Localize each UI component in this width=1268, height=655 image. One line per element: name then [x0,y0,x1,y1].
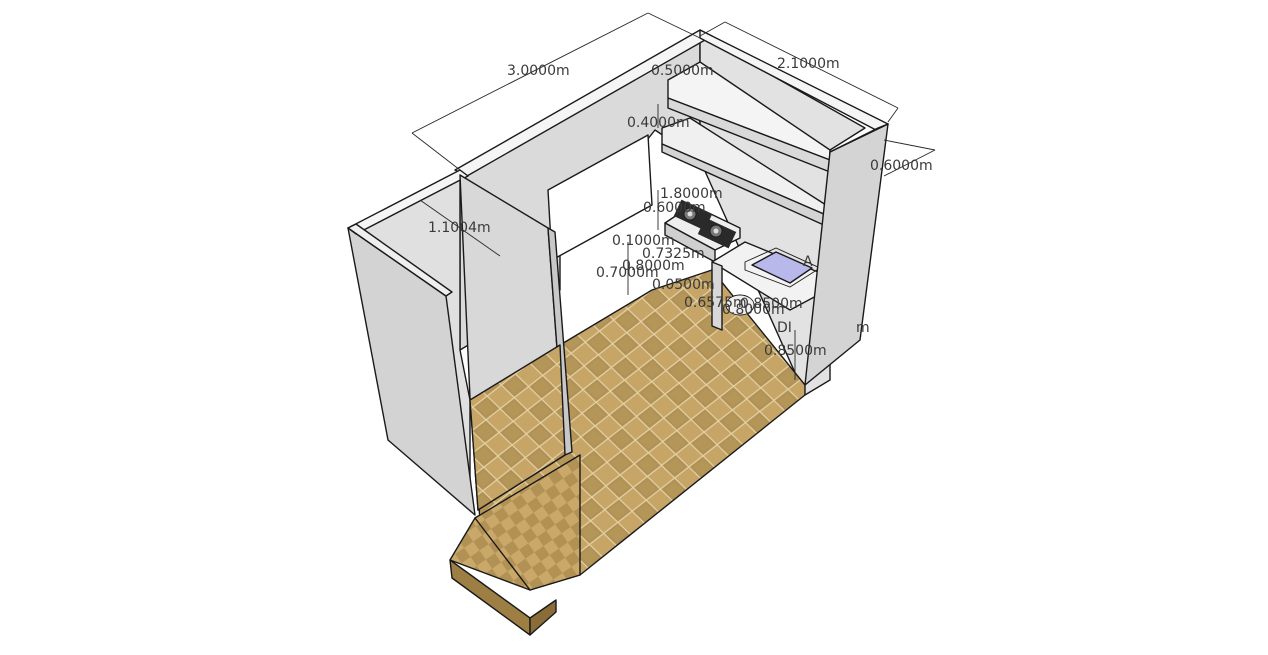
label-a: A [803,254,813,270]
dim-counter-1800: 1.8000m [660,186,723,202]
sink-basin [751,251,813,284]
dim-width-2100: 2.1000m [777,56,840,72]
dim-side-0600: 0.6000m [870,158,933,174]
dim-0850b: 0.8500m [764,343,827,359]
dim-length-3000: 3.0000m [507,63,570,79]
dim-0800b: 0.8000m [722,302,785,318]
alcove-floor [469,344,566,511]
left-wall-top-edge [347,223,453,297]
label-m: m [856,320,870,336]
dim-0657: 0.6575m [684,295,747,311]
stove-burner-icon [673,199,737,249]
dim-gap-0400: 0.4000m [627,115,690,131]
counter-leg [711,261,723,331]
dim-0050: 0.0500m [652,277,715,293]
dim-0850a: 0.8500m [740,296,803,312]
dimension-lines [411,12,936,380]
label-di: DI [777,320,792,336]
dim-0700: 0.7000m [596,265,659,281]
right-wall-top [829,123,889,153]
dim-depth-0500: 0.5000m [651,63,714,79]
dim-0800: 0.8000m [622,258,685,274]
gas-cylinder [725,294,755,316]
dim-wall-1104: 1.1004m [428,220,491,236]
dim-0732: 0.7325m [642,246,705,262]
dim-0100: 0.1000m [612,233,675,249]
step-top-2 [474,454,581,591]
sink-basin-rim [744,247,821,288]
dim-stove-0600: 0.6000m [643,200,706,216]
step-side [529,599,557,636]
